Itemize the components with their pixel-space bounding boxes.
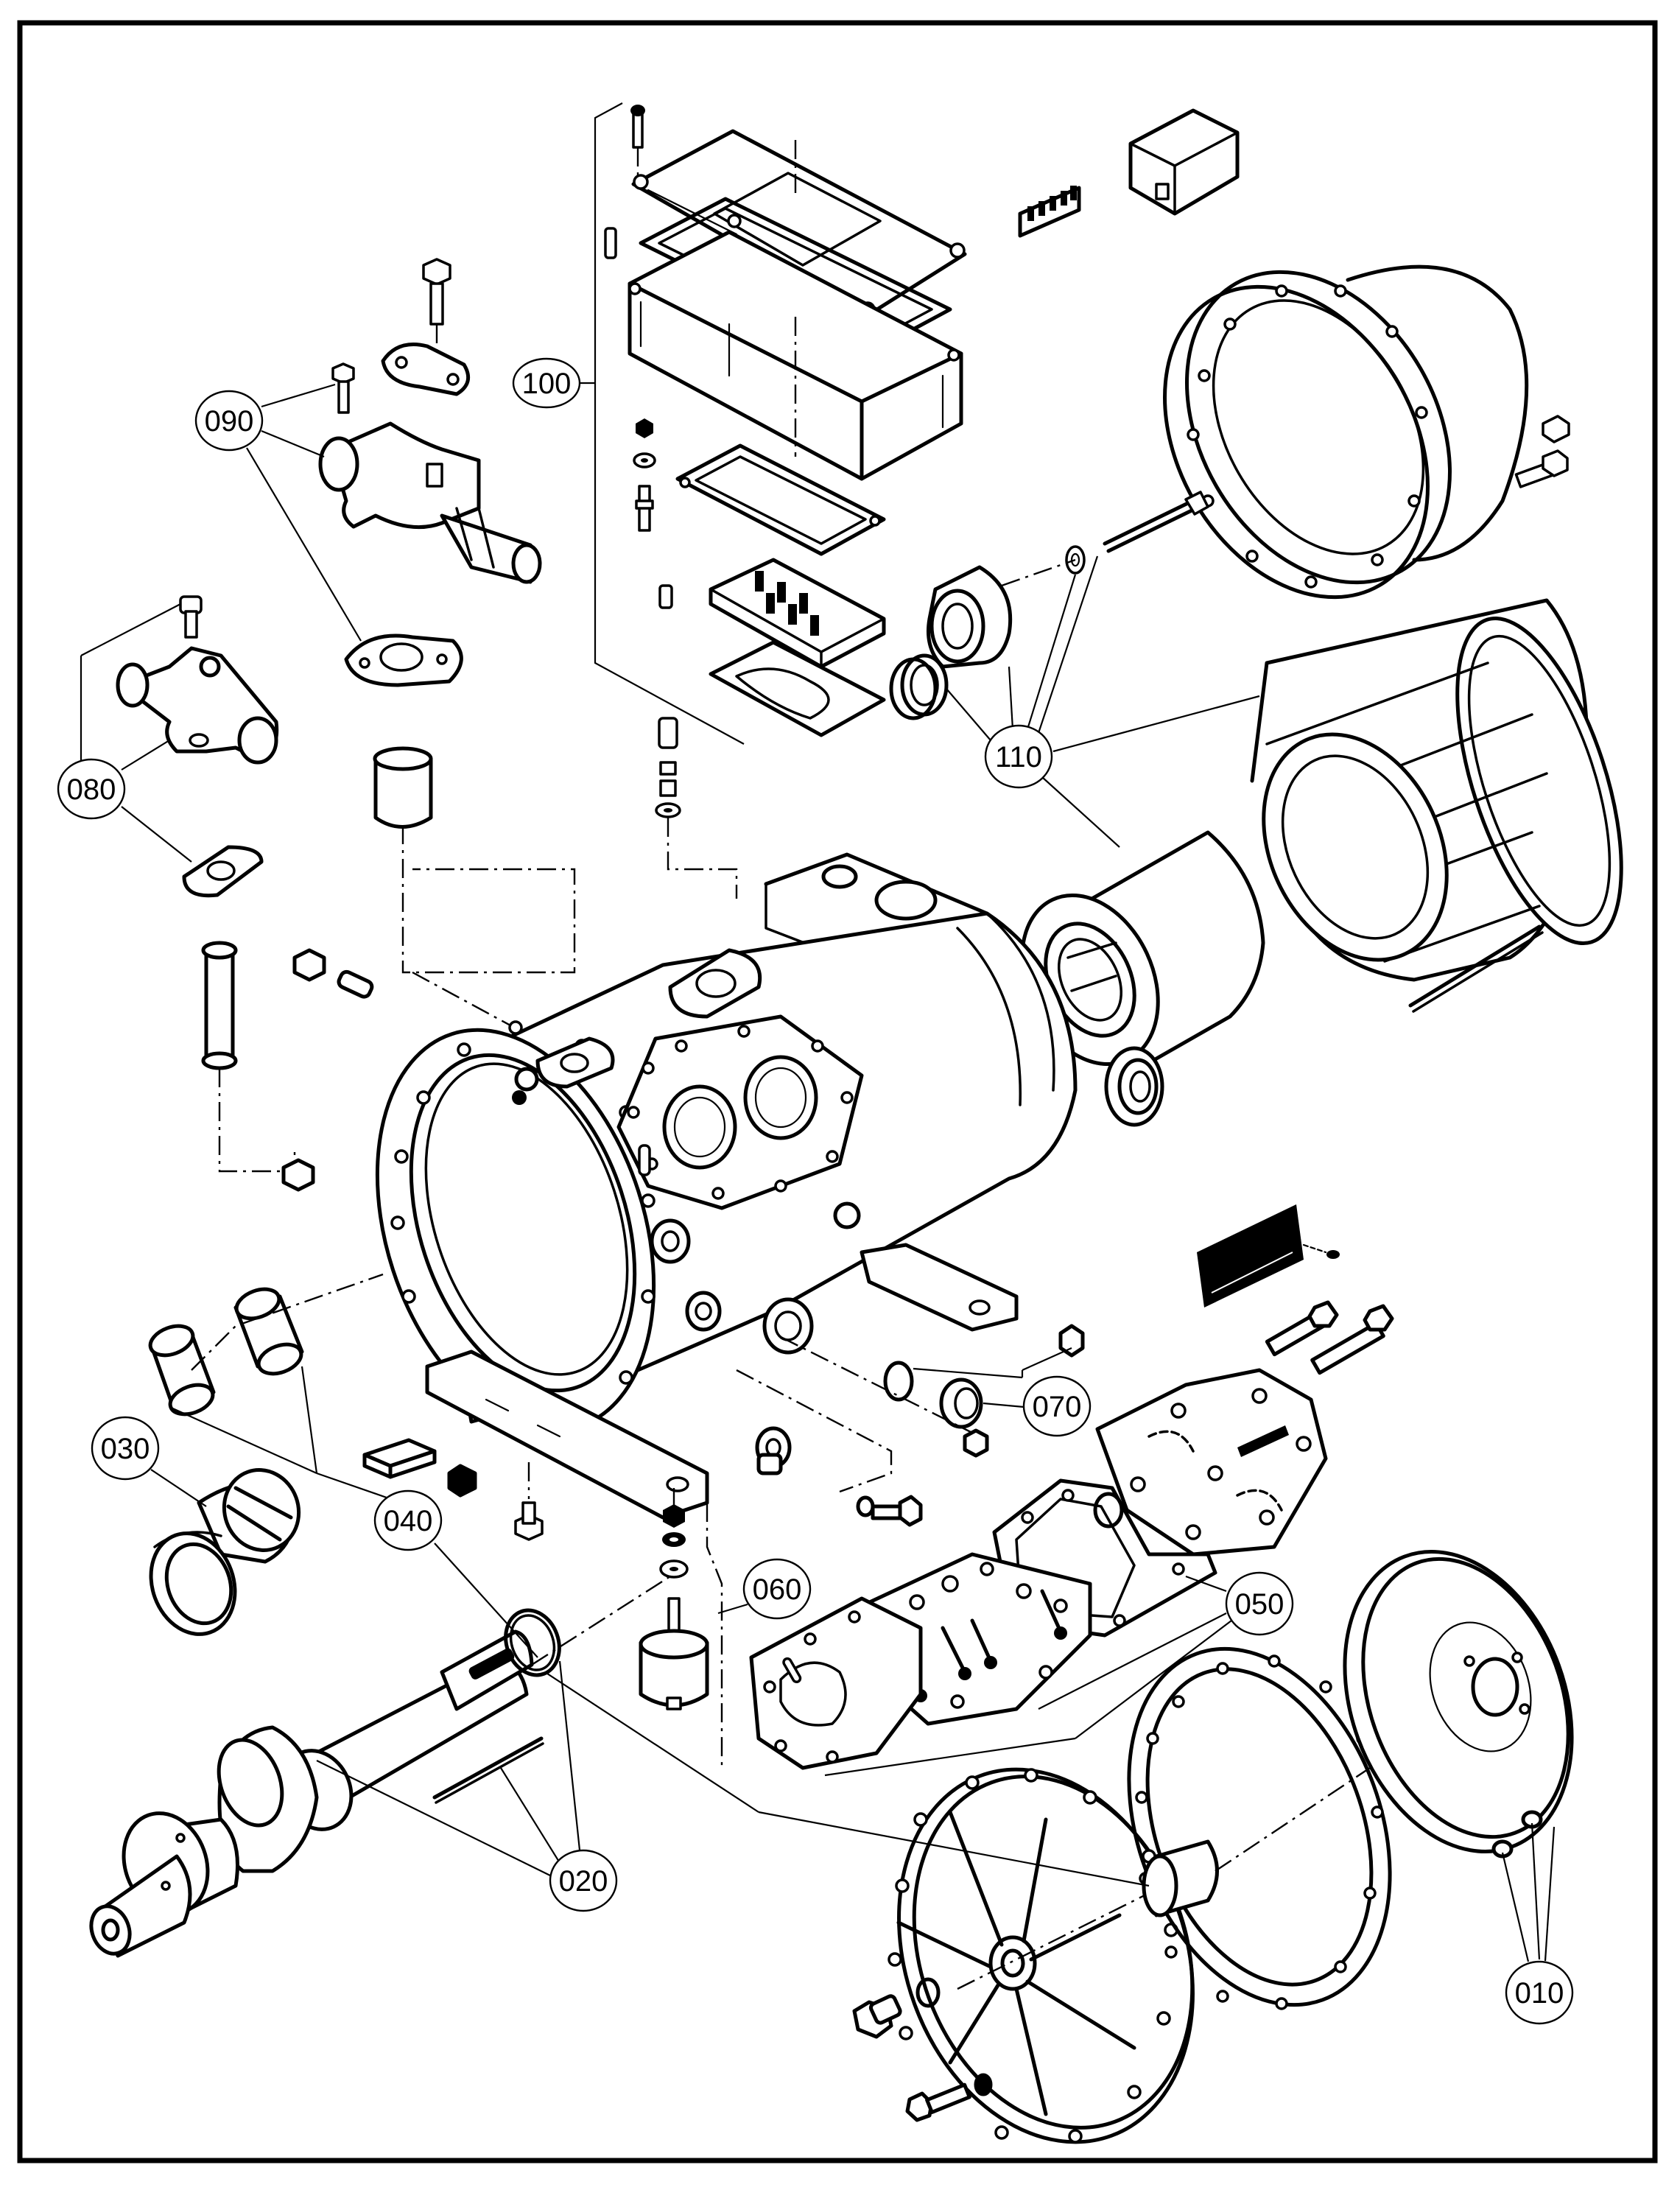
fitting-icon (337, 969, 374, 999)
callout-label: 010 (1515, 1977, 1564, 2010)
bearing-sleeve-icon (1142, 1839, 1219, 1917)
housing-plugs-icon (1514, 415, 1570, 488)
crankshaft (89, 1629, 534, 1958)
terminal-box-group (594, 102, 967, 745)
plug-icon (447, 1464, 477, 1498)
callout-030[interactable]: 030 (91, 1416, 160, 1481)
sight-glass-nut-icon (755, 1426, 792, 1475)
plug-070-icon (963, 1428, 989, 1458)
screw-icon (604, 227, 617, 259)
drawing-frame (17, 20, 1658, 2163)
screw-stack-icon (655, 717, 681, 818)
callout-label: 060 (753, 1573, 802, 1606)
callout-label: 050 (1235, 1588, 1284, 1621)
head-bolts-icon (1265, 1300, 1394, 1375)
discharge-tube-icon (201, 941, 238, 1070)
bearing-bush-icon (148, 1324, 216, 1417)
motor-rotor (1020, 732, 1449, 1078)
callout-050[interactable]: 060 (742, 1558, 812, 1620)
callout-label: 070 (1033, 1391, 1082, 1423)
callout-090[interactable]: 090 (194, 390, 264, 452)
cap-screw-icon (179, 595, 203, 639)
terminal-plate-gasket (675, 443, 886, 556)
callout-060[interactable]: 050 (1225, 1571, 1294, 1636)
motor-housing (1163, 264, 1529, 600)
sight-glass-070-icon (939, 1377, 983, 1429)
callout-040[interactable]: 040 (373, 1489, 443, 1551)
vibration-damper-stack (639, 1504, 709, 1710)
end-cover (888, 1767, 1195, 2144)
key-block-icon (362, 1438, 437, 1479)
shaft-seal-icon (1104, 1046, 1164, 1127)
bearing-bush-icon (233, 1287, 304, 1376)
terminal-box-bracket (594, 102, 745, 745)
callout-020[interactable]: 020 (549, 1849, 618, 1912)
foot-bolt-icon (514, 1501, 544, 1541)
callout-label: 080 (67, 773, 116, 806)
bolt-washer-icon (856, 1495, 923, 1527)
oil-pump (149, 1468, 301, 1636)
suction-valve-group (318, 258, 576, 974)
suction-gasket-icon (344, 634, 463, 687)
callout-110[interactable]: 110 (984, 724, 1053, 789)
bolt-icon (422, 258, 451, 326)
oil-cover-disc (1343, 1550, 1574, 1859)
discharge-gasket-icon (182, 845, 264, 898)
plug-icon (281, 1158, 315, 1192)
discharge-valve-body (116, 646, 279, 765)
callout-080[interactable]: 080 (57, 758, 126, 820)
flange-plate-icon (381, 343, 471, 396)
long-bolt-icon (1103, 491, 1209, 553)
crankshaft-key-icon (432, 1736, 544, 1804)
terminal-strip-icon (1018, 186, 1081, 238)
bearing-icon (926, 565, 1013, 669)
terminal-plate-lower-gasket (709, 640, 886, 737)
cover-screw-icon (630, 105, 645, 149)
crankcase (375, 852, 1078, 1433)
callout-label: 110 (995, 741, 1042, 773)
plug-icon (292, 948, 326, 982)
small-bolt-icon (331, 362, 355, 414)
protection-module-icon (1128, 108, 1240, 216)
rotor-key-icon (1408, 924, 1544, 1013)
callout-label: 020 (559, 1865, 608, 1898)
valve-plate-gasket (749, 1596, 923, 1770)
callout-label: 040 (384, 1505, 433, 1537)
callout-label: 090 (205, 405, 254, 438)
nut-washer-stud-icon (633, 418, 656, 532)
leader-lines (80, 382, 1556, 1962)
shaft-oring-icon (504, 1608, 561, 1677)
end-cover-plug-icon (852, 1977, 941, 2039)
discharge-valve-group (116, 595, 296, 1173)
callout-010[interactable]: 010 (1505, 1960, 1574, 2025)
seal-ring-icon (889, 653, 949, 720)
cylinder-head (1093, 1368, 1328, 1556)
oring-070-icon (883, 1361, 914, 1402)
callout-100[interactable]: 100 (512, 357, 581, 409)
callout-label: 100 (522, 368, 572, 400)
suction-valve-body (318, 421, 542, 584)
terminal-plate (658, 558, 886, 669)
plug-icon (1058, 1324, 1085, 1358)
callout-label: 030 (101, 1433, 150, 1465)
callout-070[interactable]: 070 (1022, 1375, 1092, 1437)
name-plate-icon (1197, 1204, 1340, 1308)
filter-cup-icon (373, 746, 433, 829)
end-cover-bolt-icon (905, 2073, 993, 2122)
